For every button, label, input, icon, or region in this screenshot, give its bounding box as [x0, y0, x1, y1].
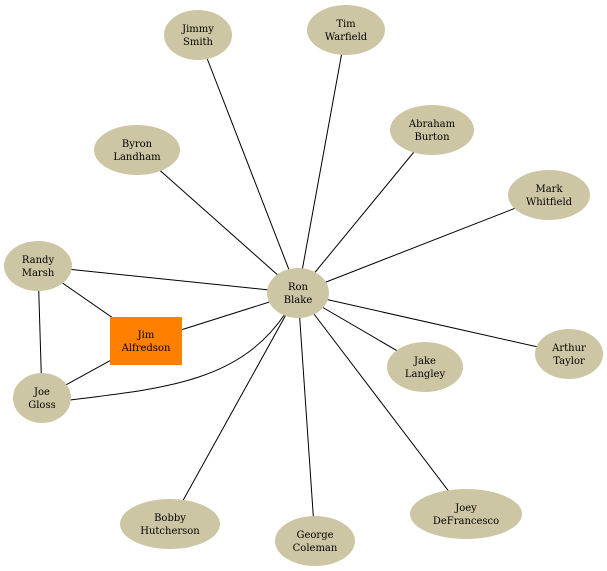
node-label-line: Mark: [535, 184, 563, 195]
node-box: [110, 317, 182, 365]
node-label-line: Randy: [22, 255, 55, 266]
node-label-line: Hutcherson: [140, 526, 200, 537]
node-label-line: Taylor: [553, 356, 585, 367]
edge-ron-blake-tim-warfield: [297, 29, 347, 294]
node-label-line: Abraham: [408, 119, 456, 130]
node-ellipse: [307, 5, 385, 55]
node-label-line: Tim: [336, 19, 356, 30]
node-label-line: Burton: [414, 132, 450, 143]
edge-ron-blake-joe-gloss: [69, 313, 286, 401]
node-label-line: Jimmy: [181, 24, 214, 35]
edge-ron-blake-george-coleman: [297, 292, 316, 542]
edge-ron-blake-randy-marsh: [37, 265, 299, 294]
node-ellipse: [4, 241, 72, 291]
node-label-line: Bobby: [154, 513, 186, 524]
node-label-line: Arthur: [551, 343, 586, 354]
edge-ron-blake-mark-whitfield: [297, 194, 550, 294]
edge-ron-blake-jimmy-smith: [197, 34, 299, 294]
node-label-line: Jim: [137, 330, 155, 341]
node-label-line: Langley: [405, 369, 446, 380]
edge-ron-blake-abraham-burton: [297, 129, 433, 294]
node-label-line: Joey: [454, 503, 477, 514]
node-label-line: Blake: [284, 295, 313, 306]
node-ellipse: [120, 499, 220, 549]
node-label-line: DeFrancesco: [433, 516, 499, 527]
node-ellipse: [410, 489, 522, 539]
node-label-line: Warfield: [325, 32, 368, 43]
node-label-line: Marsh: [22, 268, 55, 279]
node-label-line: Byron: [122, 139, 153, 150]
node-label-line: George: [296, 530, 333, 541]
node-label-line: Joe: [33, 387, 50, 398]
node-label-line: Alfredson: [121, 343, 171, 354]
node-ellipse: [94, 125, 180, 175]
node-ellipse: [164, 10, 232, 60]
node-ellipse: [267, 268, 329, 318]
edge-ron-blake-bobby-hutcherson: [169, 292, 299, 525]
node-ellipse: [390, 105, 474, 155]
node-label-line: Landham: [113, 152, 161, 163]
node-label-line: Whitfield: [526, 197, 573, 208]
edge-ron-blake-joey-defrancesco: [297, 292, 467, 515]
node-ellipse: [508, 170, 590, 220]
node-ellipse: [13, 373, 71, 423]
node-label-line: Jake: [413, 356, 436, 367]
node-label-line: Coleman: [293, 543, 338, 554]
node-ellipse: [535, 329, 603, 379]
node-ellipse: [387, 342, 463, 392]
edge-ron-blake-byron-landham: [136, 149, 299, 294]
node-label-line: Smith: [183, 37, 214, 48]
node-label-line: Ron: [288, 282, 309, 293]
node-label-line: Gloss: [28, 400, 55, 411]
edge-ron-blake-arthur-taylor: [297, 292, 570, 355]
node-ellipse: [275, 516, 355, 566]
